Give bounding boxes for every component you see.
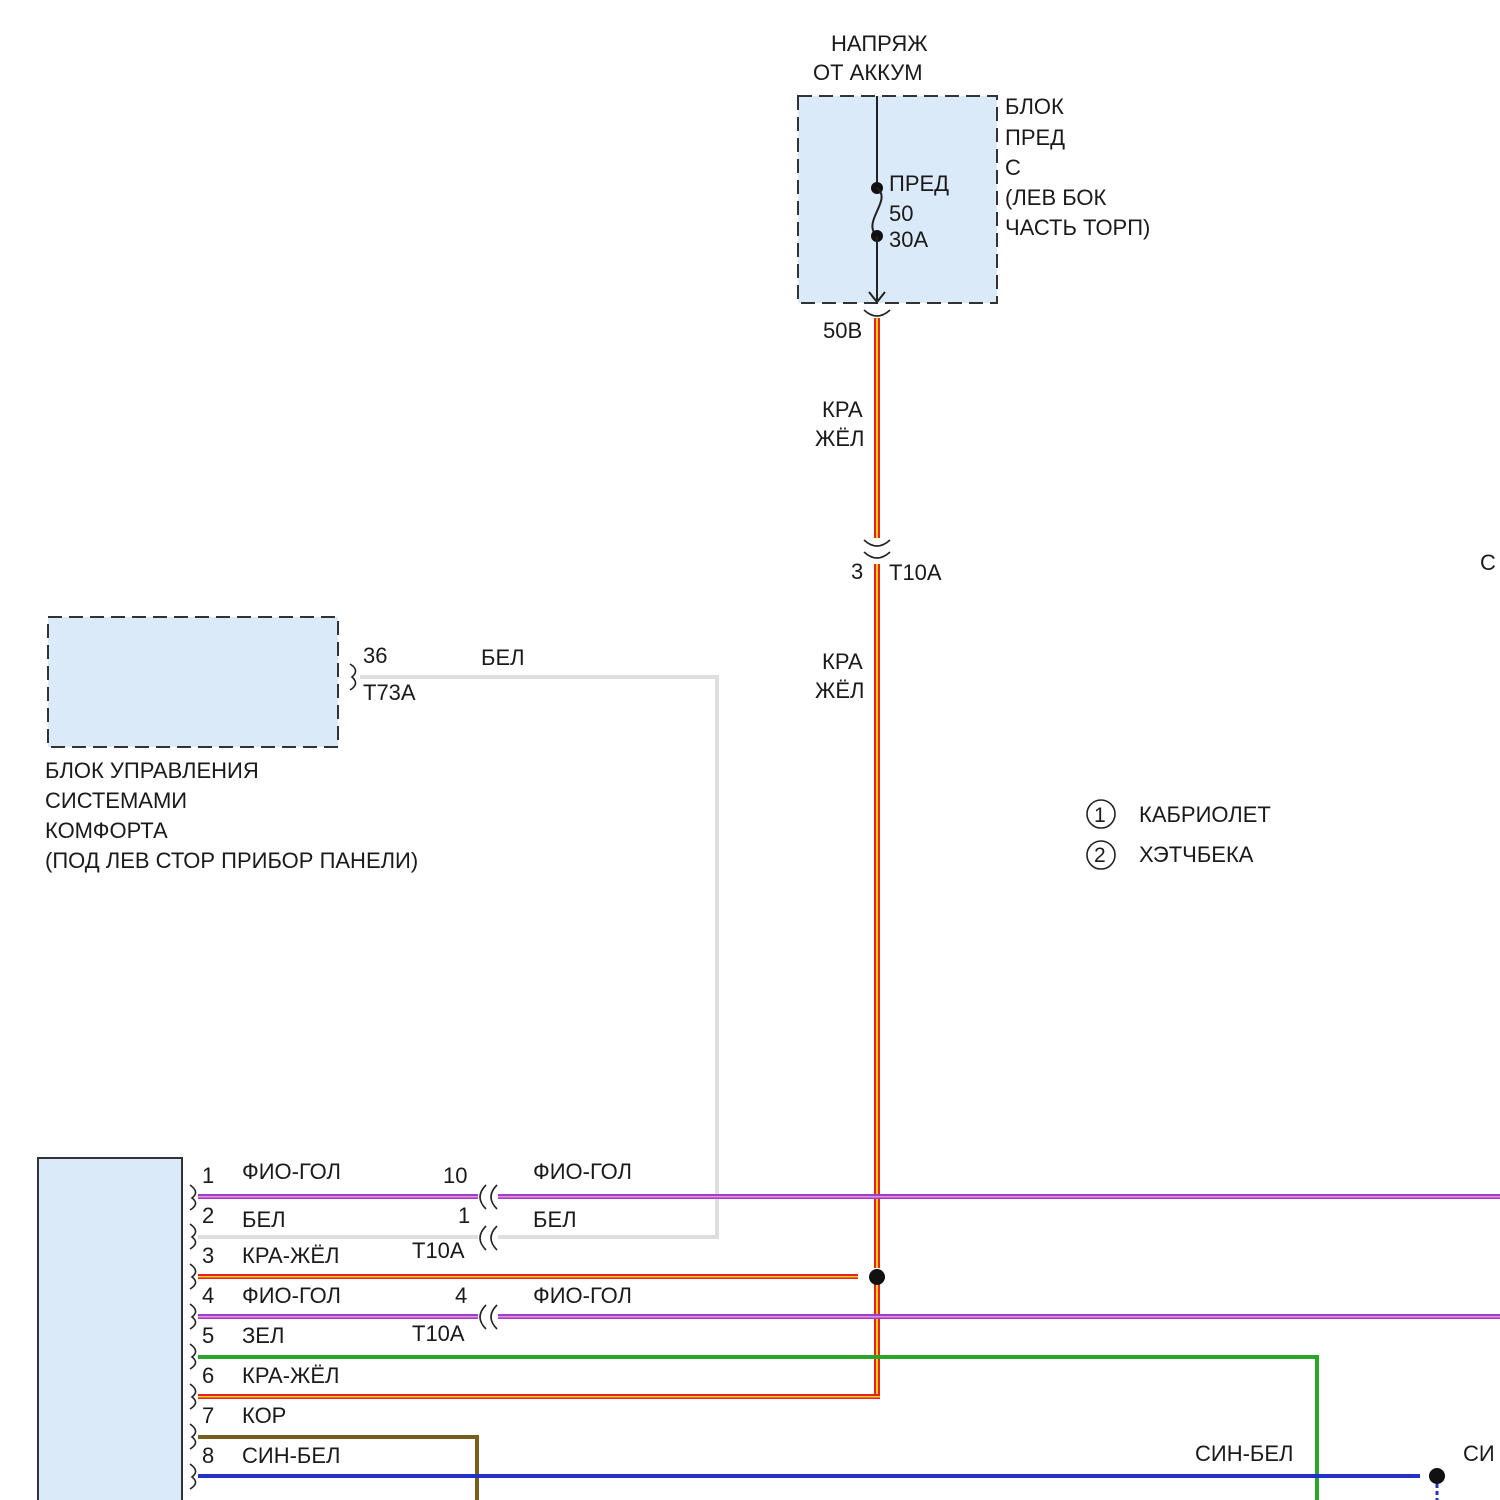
comfort-module-name-line2: СИСТЕМАМИ xyxy=(45,788,187,813)
inline-pin-1: 1 xyxy=(458,1203,470,1228)
legend-text-2: ХЭТЧБЕКА xyxy=(1139,842,1254,867)
pin-5-color: ЗЕЛ xyxy=(242,1323,284,1348)
fuse-block-name-line3: С xyxy=(1005,155,1021,180)
inline-connector-pin: 3 xyxy=(851,559,863,584)
inline-color-10: ФИО-ГОЛ xyxy=(533,1159,632,1184)
pin-1-number: 1 xyxy=(202,1163,214,1188)
pin-2-color: БЕЛ xyxy=(242,1207,286,1232)
edge-label-right-bottom: СИ xyxy=(1463,1441,1495,1466)
fuse-block: НАПРЯЖ ОТ АККУМ БЛОК ПРЕД С (ЛЕВ БОК ЧАС… xyxy=(798,31,1150,303)
white-wire-comfort-module xyxy=(360,677,717,1237)
pin-8-color: СИН-БЕЛ xyxy=(242,1443,340,1468)
fuse-block-name-line1: БЛОК xyxy=(1005,94,1064,119)
pin-4-color: ФИО-ГОЛ xyxy=(242,1283,341,1308)
legend-text-1: КАБРИОЛЕТ xyxy=(1139,802,1271,827)
fuse-block-name-line4: (ЛЕВ БОК xyxy=(1005,185,1107,210)
supply-label-line2: ОТ АККУМ xyxy=(813,60,923,85)
wire-pin-1 xyxy=(198,1194,1500,1199)
comfort-module-name-line3: КОМФОРТА xyxy=(45,818,168,843)
pin-1-color: ФИО-ГОЛ xyxy=(242,1159,341,1184)
inline-color-1: БЕЛ xyxy=(533,1207,577,1232)
blue-wire-splice xyxy=(1429,1468,1445,1484)
pin-8-number: 8 xyxy=(202,1443,214,1468)
wire-pin-4 xyxy=(198,1314,1500,1319)
pin-7-color: КОР xyxy=(242,1403,286,1428)
lower-connector-block xyxy=(38,1158,182,1500)
inline-connector-1-name: T10A xyxy=(412,1238,465,1263)
terminal-label: 50B xyxy=(823,318,862,343)
pin-brackets xyxy=(190,1185,196,1489)
legend-number-2: 2 xyxy=(1094,844,1106,867)
comfort-module-wire-color: БЕЛ xyxy=(481,645,525,670)
wire-color-lower-line1: КРА xyxy=(822,649,863,674)
inline-connector-name: T10A xyxy=(889,560,942,585)
inline-pin-4: 4 xyxy=(455,1283,467,1308)
pin-7-number: 7 xyxy=(202,1403,214,1428)
pin-6-color: КРА-ЖЁЛ xyxy=(242,1363,339,1388)
comfort-module-connector-name: T73A xyxy=(363,680,416,705)
legend-number-1: 1 xyxy=(1094,804,1106,827)
pin-6-number: 6 xyxy=(202,1363,214,1388)
fuse-block-outline xyxy=(798,96,997,303)
fuse-label: ПРЕД xyxy=(889,171,949,196)
pin-5-number: 5 xyxy=(202,1323,214,1348)
inline-connector-lower-arc xyxy=(864,552,890,558)
pin-3-number: 3 xyxy=(202,1243,214,1268)
comfort-module-pin: 36 xyxy=(363,643,387,668)
fuse-rating: 30A xyxy=(889,227,928,252)
comfort-module-name-line1: БЛОК УПРАВЛЕНИЯ xyxy=(45,758,259,783)
comfort-module-outline xyxy=(48,617,338,747)
wire-pin-8 xyxy=(198,1474,1420,1478)
pin-4-number: 4 xyxy=(202,1283,214,1308)
wire-color-upper-line2: ЖЁЛ xyxy=(815,426,864,451)
inline-pin-10: 10 xyxy=(443,1163,467,1188)
vertical-red-yellow-wire xyxy=(874,318,880,1396)
wire-color-lower-line2: ЖЁЛ xyxy=(815,678,864,703)
legend: 1 КАБРИОЛЕТ 2 ХЭТЧБЕКА xyxy=(1087,800,1271,869)
fuse-number: 50 xyxy=(889,201,913,226)
splice-point xyxy=(869,1269,885,1285)
inline-connector-4-name: T10A xyxy=(412,1321,465,1346)
pin-3-color: КРА-ЖЁЛ xyxy=(242,1243,339,1268)
inline-connector-upper-arc xyxy=(864,540,890,546)
pin-2-number: 2 xyxy=(202,1203,214,1228)
lower-inline-connectors xyxy=(480,1185,497,1329)
fuse-block-name-line5: ЧАСТЬ ТОРП) xyxy=(1005,215,1150,240)
supply-label-line1: НАПРЯЖ xyxy=(831,31,928,56)
edge-label-right-mid: С xyxy=(1480,550,1496,575)
wire-pin-5 xyxy=(198,1357,1317,1500)
wire-color-upper-line1: КРА xyxy=(822,397,863,422)
terminal-50b-connector xyxy=(864,310,890,316)
wire-pin-6 xyxy=(198,1394,880,1399)
inline-color-4: ФИО-ГОЛ xyxy=(533,1283,632,1308)
wire-pin-3 xyxy=(198,1274,858,1279)
comfort-control-module: 36 T73A БЕЛ БЛОК УПРАВЛЕНИЯ СИСТЕМАМИ КО… xyxy=(45,617,525,873)
fuse-block-name-line2: ПРЕД xyxy=(1005,125,1065,150)
comfort-module-name-line4: (ПОД ЛЕВ СТОР ПРИБОР ПАНЕЛИ) xyxy=(45,848,418,873)
comfort-module-connector xyxy=(350,664,356,690)
right-wire-color: СИН-БЕЛ xyxy=(1195,1441,1293,1466)
